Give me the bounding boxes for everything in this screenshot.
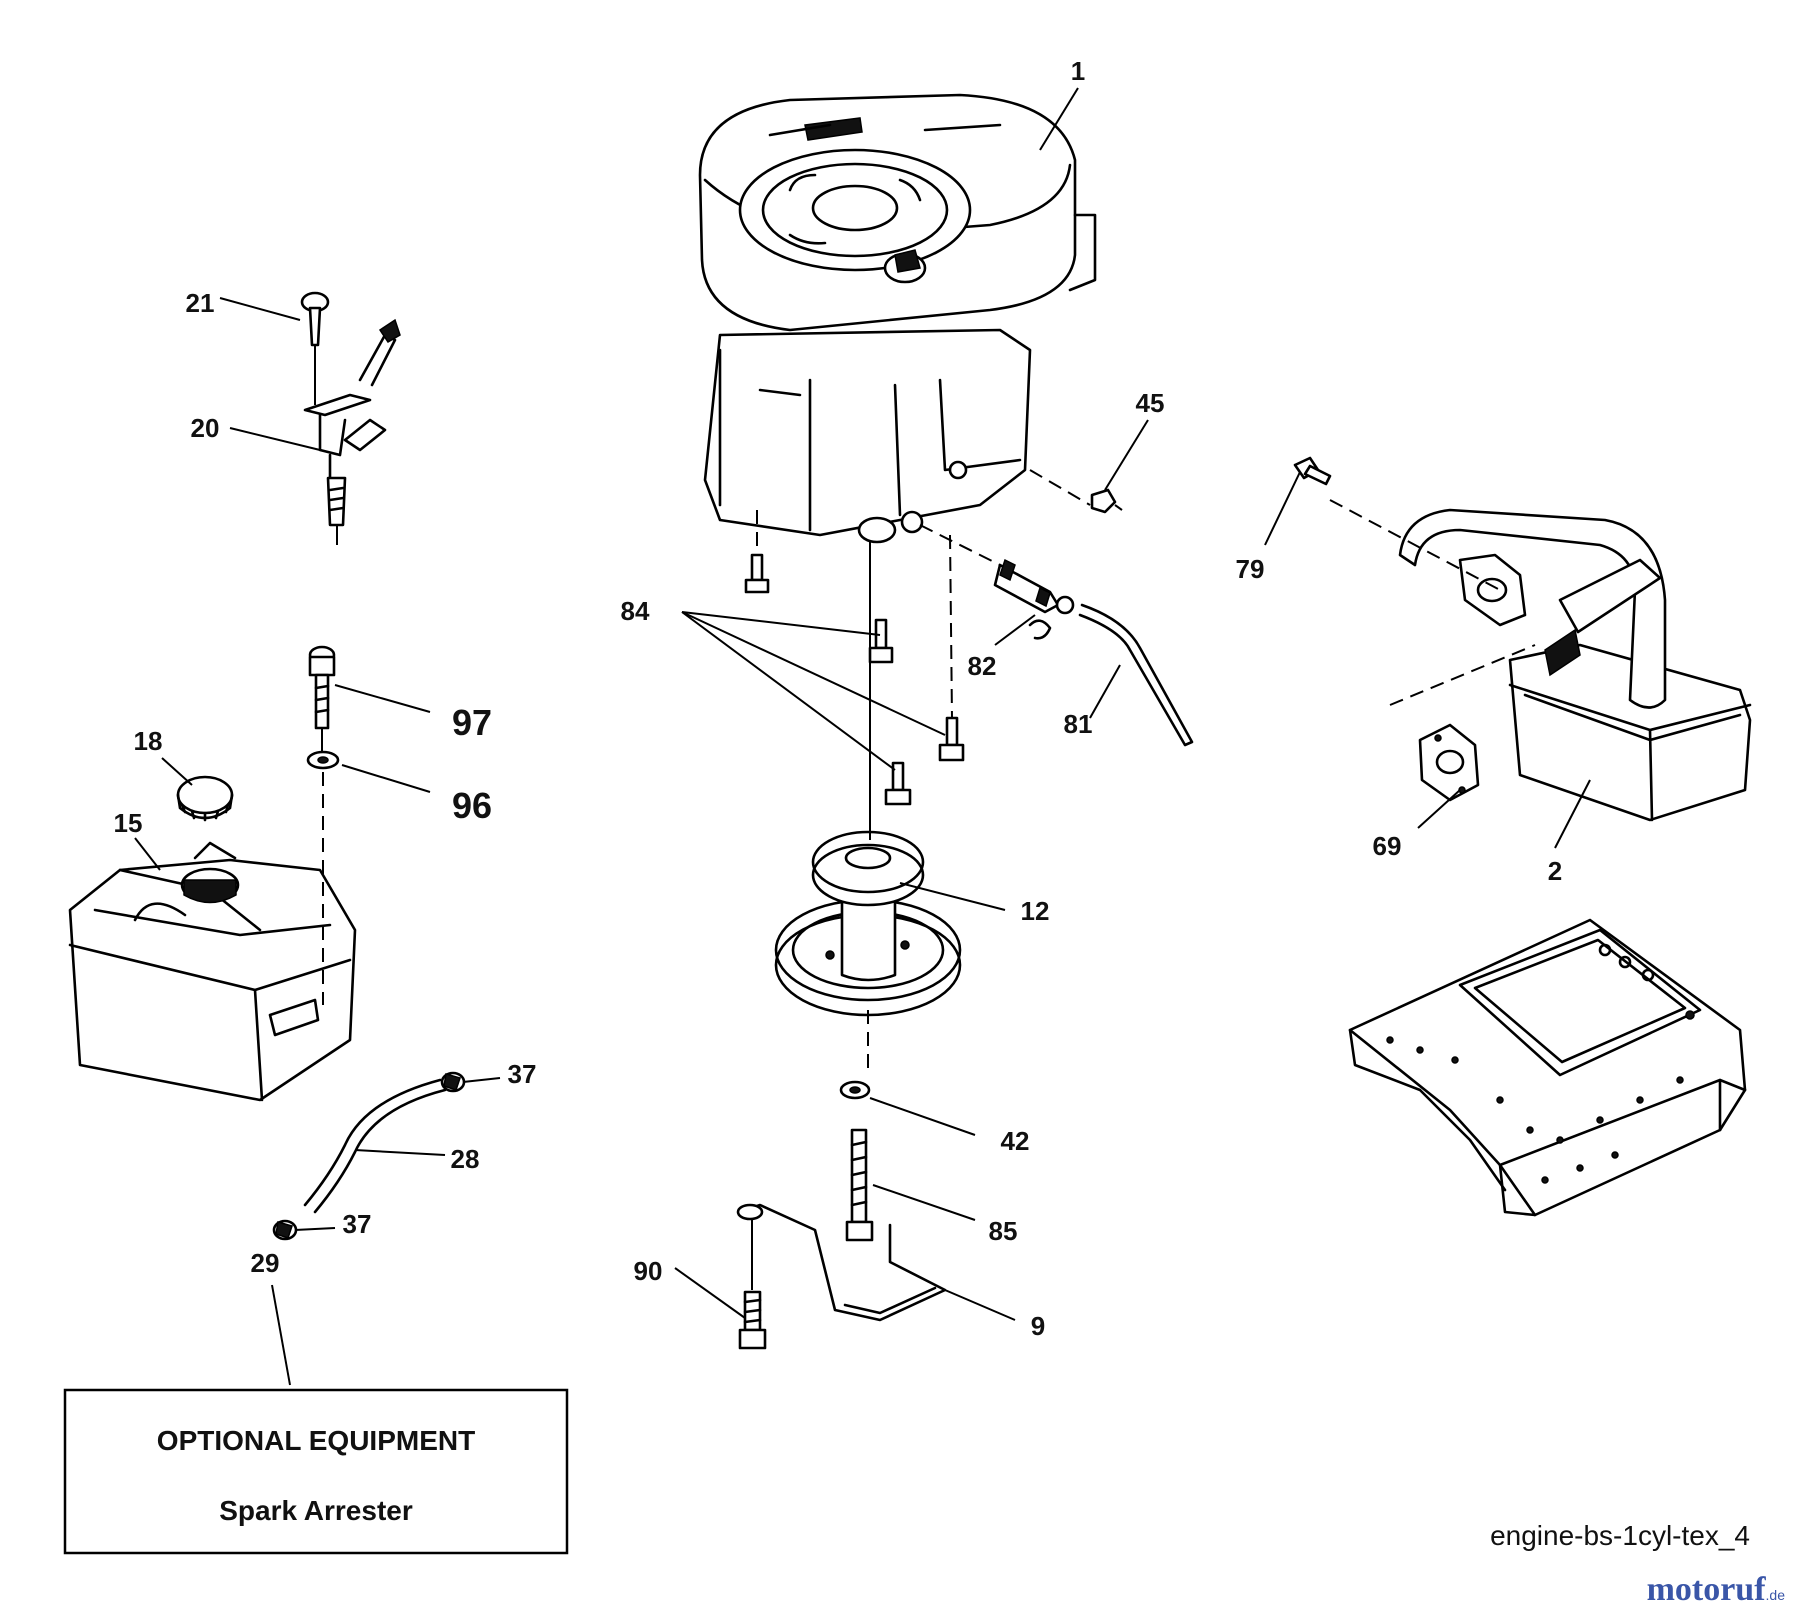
optional-equipment-title: OPTIONAL EQUIPMENT: [157, 1425, 475, 1456]
fuel-hose: [272, 1071, 466, 1241]
callout-15: 15: [114, 808, 143, 838]
callout-21: 21: [186, 288, 215, 318]
callout-1: 1: [1071, 56, 1085, 86]
callout-37-top: 37: [508, 1059, 537, 1089]
engine-pulley: [774, 830, 962, 1075]
watermark-brand: motoruf: [1647, 1571, 1767, 1608]
callout-leaders: [134, 87, 1591, 1386]
callout-84: 84: [621, 596, 650, 626]
tank-mount-bolt: [306, 645, 340, 1005]
callout-2: 2: [1548, 856, 1562, 886]
callout-18: 18: [134, 726, 163, 756]
callout-81: 81: [1064, 709, 1093, 739]
watermark-text: motoruf.de: [1647, 1571, 1786, 1608]
callout-28: 28: [451, 1144, 480, 1174]
callout-97: 97: [452, 702, 492, 743]
callout-42: 42: [1001, 1126, 1030, 1156]
fuel-line-filter: [919, 524, 1194, 747]
engine-assembly: [698, 93, 1097, 544]
mount-plate: [1348, 918, 1747, 1217]
callout-9: 9: [1031, 1311, 1045, 1341]
callout-20: 20: [191, 413, 220, 443]
callout-82: 82: [968, 651, 997, 681]
callout-85: 85: [989, 1216, 1018, 1246]
optional-equipment-box: OPTIONAL EQUIPMENT Spark Arrester: [63, 1388, 569, 1555]
muffler: [1293, 456, 1752, 822]
optional-equipment-subtitle: Spark Arrester: [219, 1495, 413, 1526]
callout-45: 45: [1136, 388, 1165, 418]
callout-69: 69: [1373, 831, 1402, 861]
pulley-bolt: [839, 1080, 874, 1242]
diagram-code: engine-bs-1cyl-tex_4: [1490, 1520, 1750, 1551]
watermark-suffix: .de: [1766, 1587, 1786, 1603]
throttle-control: [300, 291, 401, 545]
fuel-tank: [68, 775, 357, 1102]
callout-labels: 1 2 9 12 15 18 20 21 28 29 37 37 42 45 6…: [114, 56, 1563, 1341]
callout-12: 12: [1021, 896, 1050, 926]
engine-mount-bolts: [681, 469, 1091, 840]
nut-45: [1090, 488, 1123, 514]
watermark-logo: motoruf.de: [1647, 1571, 1786, 1608]
callout-37-bottom: 37: [343, 1209, 372, 1239]
engine-bracket: [736, 1203, 947, 1350]
callout-96: 96: [452, 785, 492, 826]
callout-90: 90: [634, 1256, 663, 1286]
callout-79: 79: [1236, 554, 1265, 584]
callout-29: 29: [251, 1248, 280, 1278]
